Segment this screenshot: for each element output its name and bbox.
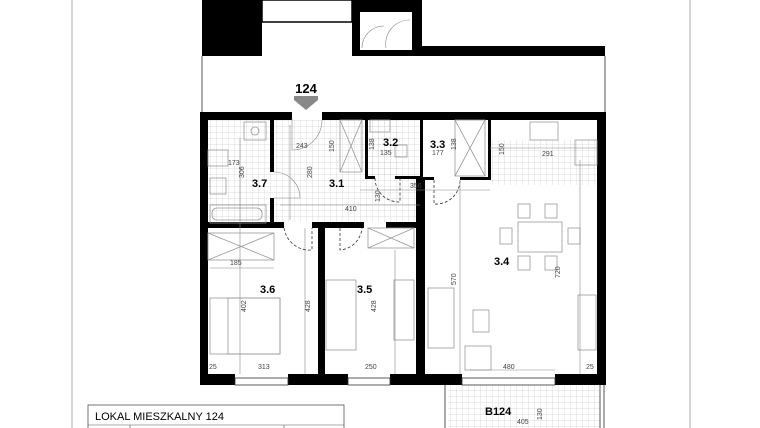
dimension-label: 25 (586, 364, 594, 371)
dimension-label: 25 (209, 364, 217, 371)
dimension-label: 428 (371, 300, 378, 312)
dimension-label: 185 (230, 260, 242, 267)
room-label-3-4: 3.4 (494, 256, 510, 268)
dimension-label: 402 (241, 300, 248, 312)
dimension-lines (210, 125, 597, 374)
dimension-label: 135 (380, 150, 392, 157)
dimension-label: 720 (555, 266, 562, 278)
dimension-label: 280 (307, 166, 314, 178)
room-label-3-3: 3.3 (430, 139, 445, 151)
dimension-label: 250 (365, 364, 377, 371)
dimension-label: 428 (305, 300, 312, 312)
dimension-label: 177 (432, 150, 444, 157)
doors (273, 118, 461, 251)
room-label-b124: B124 (485, 406, 512, 418)
walls (200, 112, 606, 385)
dimension-label: 150 (329, 140, 336, 152)
dimension-label: 570 (451, 273, 458, 285)
upper-walls (201, 0, 606, 112)
entrance-arrow-icon (294, 96, 318, 110)
dimension-label: 243 (296, 143, 308, 150)
room-label-3-2: 3.2 (383, 137, 398, 149)
dimension-label: 150 (499, 143, 506, 155)
dimension-label: 306 (239, 166, 246, 178)
dimension-label: 356 (410, 183, 422, 190)
dimension-label: 291 (542, 151, 554, 158)
dimension-label: 405 (517, 419, 529, 426)
dimension-label: 480 (503, 364, 515, 371)
dimension-label: 313 (258, 364, 270, 371)
dimension-label: 138 (369, 138, 376, 150)
unit-number-label: 124 (295, 81, 317, 96)
room-label-3-6: 3.6 (260, 284, 275, 296)
balcony (444, 385, 605, 428)
dimension-label: 130 (375, 190, 382, 202)
dimension-label: 138 (451, 138, 458, 150)
dimension-label: 173 (228, 160, 240, 167)
dimension-label: 410 (345, 206, 357, 213)
unit-title: LOKAL MIESZKALNY 124 (95, 411, 224, 423)
dimension-labels: 173 306 243 280 150 138 135 177 138 150 … (209, 138, 594, 426)
room-label-3-5: 3.5 (357, 284, 372, 296)
dimension-label: 130 (537, 408, 544, 420)
windows (234, 377, 556, 386)
room-label-3-7: 3.7 (252, 178, 267, 190)
furniture (207, 119, 598, 371)
room-label-3-1: 3.1 (329, 178, 344, 190)
title-block (87, 404, 345, 428)
